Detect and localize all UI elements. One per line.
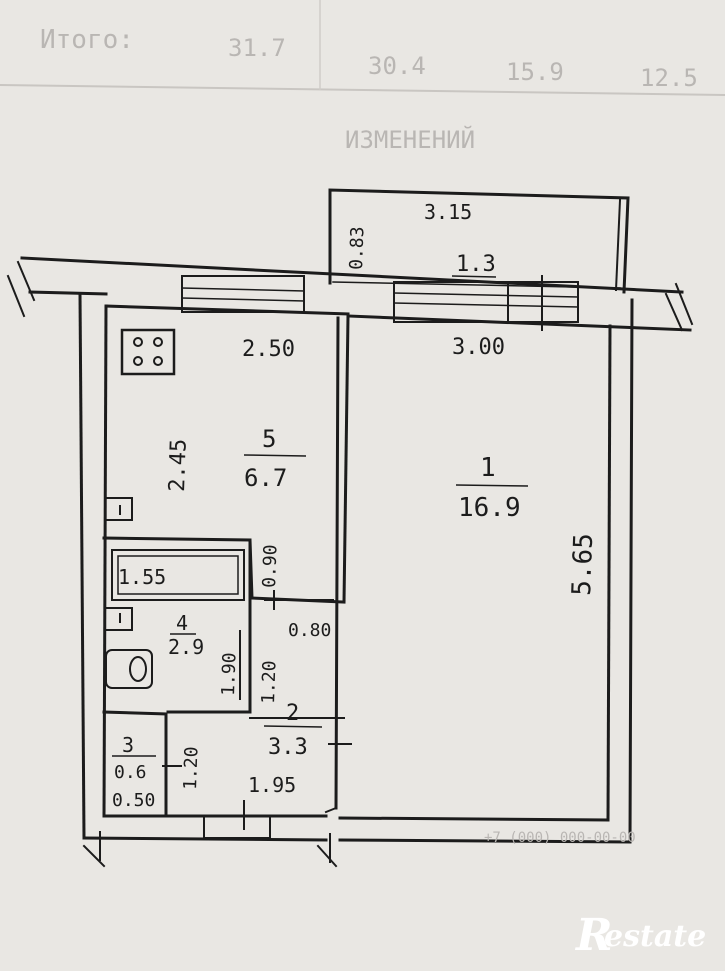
entrance-door: [203, 815, 271, 839]
bathroom-bottom-wall: [102, 710, 168, 716]
left-wall-outer: [78, 292, 86, 840]
living-number-rule: [455, 484, 529, 487]
living-area: 16.9: [458, 493, 521, 523]
burner-2: [153, 337, 163, 347]
watermark-initial: R: [574, 910, 613, 961]
right-wall-outer: [628, 298, 634, 844]
total-value-4: 12.5: [640, 64, 698, 92]
top-wall-kitchen-inner: [104, 304, 350, 316]
total-value-1: 31.7: [228, 34, 286, 62]
burner-1: [133, 337, 143, 347]
kitchen-depth-label: 2.45: [165, 438, 192, 492]
balcony-rail: [614, 198, 622, 292]
bathtub: [111, 549, 245, 601]
hall-area: 3.3: [268, 735, 308, 760]
room-window: [393, 281, 579, 323]
wall-break-left-2: [6, 274, 26, 318]
walls: [6, 188, 694, 868]
changes-stamp: ИЗМЕНЕНИЙ: [345, 125, 475, 154]
wall-break-bottom-2: [316, 844, 338, 868]
header-rule: [0, 84, 725, 96]
bathtub-inner: [117, 555, 239, 595]
left-wall-inner: [102, 304, 108, 818]
room-window-pane-1: [393, 292, 579, 298]
corridor-step-label: 0.80: [288, 620, 331, 641]
kitchen-window-pane-2: [181, 297, 305, 302]
bathtub-length-label: 1.55: [118, 565, 166, 589]
hall-width-label: 1.95: [248, 773, 296, 797]
toilet-bowl: [129, 656, 147, 682]
balcony-outline: [328, 188, 630, 294]
balcony-area-underline: [451, 275, 497, 278]
wc-area: 0.6: [114, 762, 147, 783]
balcony-width-label: 3.15: [424, 200, 472, 224]
stove-burners: [133, 337, 163, 366]
bathroom-area: 2.9: [168, 635, 204, 659]
restate-watermark: R estate: [574, 910, 706, 961]
bathroom-right-wall: [166, 538, 252, 714]
top-wall-outer: [20, 256, 684, 294]
wall-break-right-2: [664, 292, 684, 332]
dimension-ticks: [162, 590, 352, 830]
bottom-wall-outer-right: [338, 838, 632, 844]
wall-break-bottom-1: [82, 844, 106, 868]
wall-break-right-1: [674, 282, 694, 326]
kitchen-window: [181, 275, 305, 313]
total-value-3: 15.9: [506, 58, 564, 86]
partition-kitchen-room: [342, 314, 350, 604]
bath-width-label: 1.90: [218, 652, 241, 696]
living-width-label: 3.00: [452, 335, 505, 360]
partition-room-end: [324, 806, 338, 814]
total-label: Итого:: [40, 25, 134, 55]
faint-watermark-text: +7 (000) 000-00-00: [484, 830, 636, 846]
stove: [120, 328, 176, 376]
room-window-pane-2: [393, 302, 579, 308]
bath-depth-label: 1.20: [258, 660, 281, 704]
hall-room-number: 2: [286, 701, 299, 726]
wall-break-left-1: [16, 260, 36, 302]
top-wall-left-inner: [28, 290, 108, 296]
bath-gap-label: 0.90: [259, 544, 282, 588]
kitchen-sink: [105, 497, 133, 521]
kitchen-width-label: 2.50: [242, 337, 295, 362]
living-room-number: 1: [480, 453, 496, 483]
kitchen-number-rule: [243, 454, 307, 457]
watermark-brand: estate: [604, 919, 706, 954]
right-wall-inner: [606, 324, 612, 822]
hall-number-rule: [263, 725, 323, 728]
bathroom-number: 4: [176, 611, 188, 635]
kitchen-room-number: 5: [262, 425, 276, 453]
burner-3: [133, 356, 143, 366]
toilet: [105, 649, 153, 689]
wc-room-number: 3: [122, 733, 134, 757]
bottom-wall-inner-right: [338, 816, 610, 822]
kitchen-window-pane-1: [181, 287, 305, 292]
balcony-depth-label: 0.83: [346, 226, 369, 270]
kitchen-area: 6.7: [244, 464, 287, 492]
bath-sink: [105, 607, 133, 631]
living-depth-label: 5.65: [567, 533, 599, 597]
total-value-2: 30.4: [368, 52, 426, 80]
burner-4: [153, 356, 163, 366]
wc-width-label: 0.50: [112, 790, 155, 811]
hall-depth-label: 1.20: [180, 746, 203, 790]
partition-room-left: [334, 316, 340, 810]
balcony-area-label: 1.3: [456, 252, 496, 277]
